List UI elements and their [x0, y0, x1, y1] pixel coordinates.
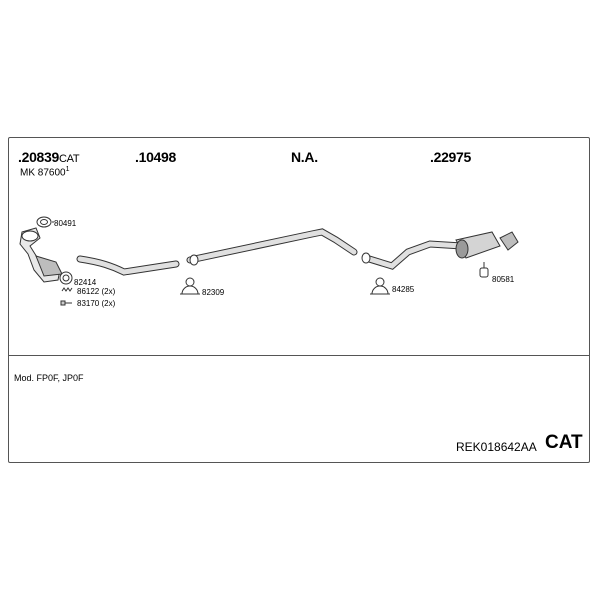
callout-gasket: 80491 [54, 219, 77, 228]
part-number-catalyst[interactable]: .20839CAT [18, 149, 80, 165]
part-number-middle[interactable]: N.A. [291, 149, 318, 165]
callout-hanger: 80581 [492, 275, 515, 284]
diagram-frame [8, 137, 590, 463]
part-number-front-pipe[interactable]: .10498 [135, 149, 177, 165]
clamp-u-icon-2[interactable] [370, 277, 390, 295]
catalyst-note: MK 876001 [20, 166, 70, 179]
gasket-icon[interactable] [36, 216, 52, 228]
callout-clamp-mid: 82309 [202, 288, 225, 297]
front-pipe-part[interactable] [76, 255, 180, 276]
callout-clamp-left: 82414 [74, 278, 97, 287]
part-number-rear-silencer[interactable]: .22975 [430, 149, 472, 165]
clamp-u-icon[interactable] [180, 277, 200, 295]
callout-spring: 86122 (2x) [77, 287, 116, 296]
bolt-icon[interactable] [60, 300, 72, 306]
hanger-icon[interactable] [479, 262, 489, 278]
rear-silencer-part[interactable] [361, 231, 519, 270]
clamp-ring-icon[interactable] [59, 271, 73, 285]
footer-divider [8, 355, 590, 356]
middle-pipe-part[interactable] [186, 228, 358, 266]
callout-clamp-right: 84285 [392, 285, 415, 294]
model-label: Mod. FP0F, JP0F [14, 373, 84, 383]
callout-bolt: 83170 (2x) [77, 299, 116, 308]
spring-icon[interactable] [61, 287, 73, 292]
reference-number: REK018642AA [456, 440, 537, 454]
catalyst-part[interactable] [19, 227, 63, 283]
cat-badge: CAT [545, 432, 583, 453]
